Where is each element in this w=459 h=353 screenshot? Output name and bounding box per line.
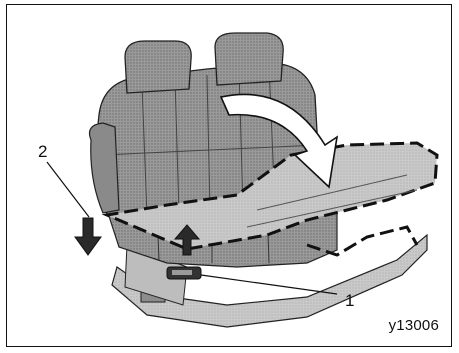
illustration-frame: 2 1 y13006 <box>6 4 452 347</box>
push-down-arrow <box>75 218 101 255</box>
callout-label-1: 1 <box>345 292 354 309</box>
rear-seat-illustration <box>7 5 453 348</box>
figure-id: y13006 <box>389 317 439 334</box>
release-lever <box>167 267 201 279</box>
callout-label-2: 2 <box>38 143 47 160</box>
